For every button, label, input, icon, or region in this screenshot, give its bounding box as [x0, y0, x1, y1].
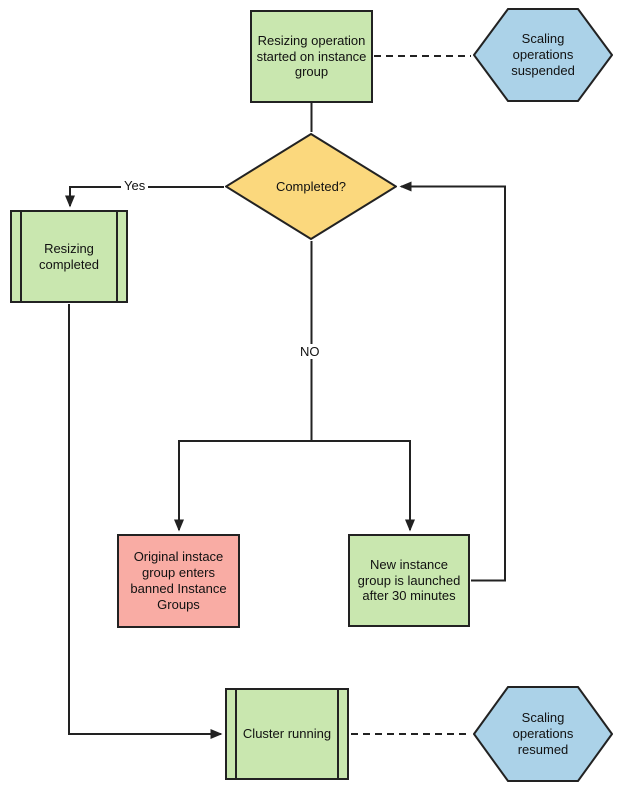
node-scaling-operations-suspended: Scaling operations suspended [473, 8, 613, 102]
node-resizing-completed: Resizing completed [10, 210, 128, 303]
node-label: Scaling operations resumed [512, 710, 574, 757]
node-label: Scaling operations suspended [511, 31, 575, 78]
edge-label-yes: Yes [121, 178, 149, 193]
node-cluster-running: Cluster running [225, 688, 349, 780]
node-label: Original instace group enters banned Ins… [130, 549, 227, 612]
node-label: Resizing operation started on instance g… [256, 32, 367, 80]
node-label: New instance group is launched after 30 … [357, 556, 461, 604]
node-label: Cluster running [242, 726, 332, 742]
node-banned-instance-groups: Original instace group enters banned Ins… [117, 534, 240, 628]
node-label: Completed? [275, 178, 347, 194]
diamond-shape [225, 133, 397, 240]
node-new-instance-group: New instance group is launched after 30 … [348, 534, 470, 627]
edge-new-instance-to-decision [399, 181, 506, 582]
node-decision-completed: Completed? [225, 133, 397, 240]
edge-decision-yes-to-resizing-completed [65, 186, 224, 208]
edge-label-no: NO [297, 344, 323, 359]
hexagon-shape [473, 686, 613, 782]
node-scaling-operations-resumed: Scaling operations resumed [473, 686, 613, 782]
node-resizing-operation-started: Resizing operation started on instance g… [250, 10, 373, 103]
edge-resizing-completed-to-cluster [68, 304, 223, 739]
hexagon-shape [473, 8, 613, 102]
node-label: Resizing completed [39, 240, 99, 272]
